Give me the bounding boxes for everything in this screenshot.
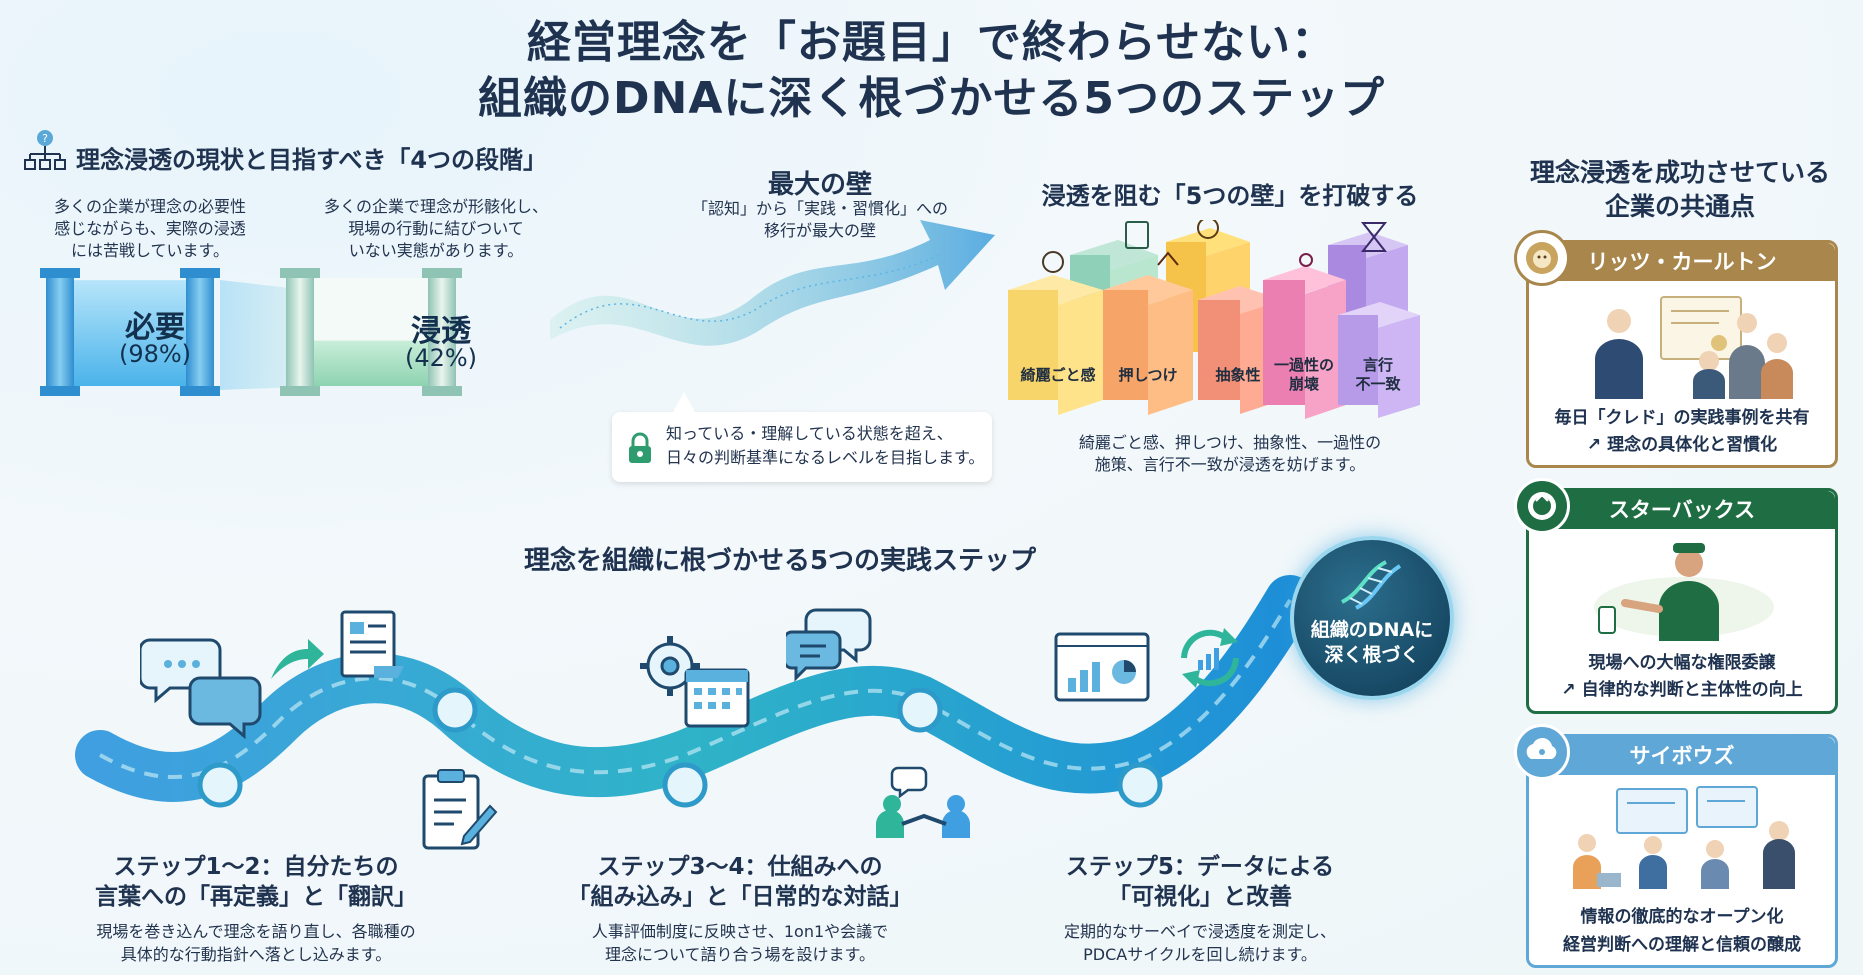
step-3-4-desc: 人事評価制度に反映させ、1on1や会議で 理念について語り合う場を設けます。 (591, 922, 889, 964)
case-ritz-line2: ↗ 理念の具体化と習慣化 (1586, 435, 1778, 455)
dna-goal-label: 組織のDNAに 深く根づく (1310, 619, 1434, 666)
office-team-illustration (1573, 786, 1795, 889)
speech-bubbles-icon (786, 608, 872, 682)
wall-cube-label-5: 言行 不一致 (1355, 356, 1401, 393)
penetration-caption: 多くの企業で理念が形骸化し、 現場の行動に結びついて いない実態があります。 (323, 197, 548, 260)
case-card-starbucks: スターバックス 現場への大幅な権限委譲 ↗ 自律的な判断と主体性の向上 (1526, 488, 1838, 714)
case-starbucks-line2: ↗ 自律的な判断と主体性の向上 (1561, 680, 1803, 700)
need-value: (98%) (118, 340, 192, 368)
step-5-title: ステップ5：データによる 「可視化」と改善 (1065, 854, 1335, 910)
cubes-graphic (1008, 220, 1420, 419)
siren-logo-icon (1514, 478, 1570, 534)
case-cybozu-line1: 情報の徹底的なオープン化 (1580, 907, 1784, 927)
meeting-illustration (1595, 296, 1793, 399)
step-1-2-desc: 現場を巻き込んで理念を語り直し、各職種の 具体的な行動指針へ落とし込みます。 (96, 922, 416, 964)
lion-logo-icon (1514, 230, 1570, 286)
dashboard-chart-icon (1054, 632, 1150, 702)
page-title-line2: 組織のDNAに深く根づかせる5つのステップ (477, 73, 1385, 124)
penetration-label: 浸透 (411, 314, 471, 349)
barista-illustration (1594, 543, 1774, 641)
five-walls-heading: 浸透を阻む「5つの壁」を打破する (1041, 182, 1419, 210)
handshake-icon (876, 766, 970, 838)
wall-heading: 最大の壁 (767, 170, 872, 200)
lock-icon (626, 432, 654, 464)
case-starbucks-line1: 現場への大幅な権限委譲 (1588, 653, 1776, 673)
page-title-line1: 経営理念を「お題目」で終わらせない： (526, 17, 1337, 68)
step-3-4-title: ステップ3〜4：仕組みへの 「組み込み」と「日常的な対話」 (567, 854, 913, 910)
wall-cube-label-4: 一過性の 崩壊 (1273, 356, 1334, 393)
pillars-graphic (40, 268, 462, 396)
steps-road-graphic (75, 575, 1315, 808)
org-chart-icon: ? (22, 128, 68, 174)
five-walls-caption: 綺麗ごと感、押しつけ、抽象性、一過性の 施策、言行不一致が浸透を妨げます。 (1078, 433, 1382, 474)
status-heading: 理念浸透の現状と目指すべき「4つの段階」 (76, 146, 548, 174)
arrow-right-icon (271, 639, 324, 679)
dna-goal-badge: 組織のDNAに 深く根づく (1290, 536, 1454, 700)
case-cybozu-name: サイボウズ (1529, 737, 1835, 775)
goal-note-text: 知っている・理解している状態を超え、 日々の判断基準になるレベルを目指します。 (666, 424, 985, 467)
case-ritz-line1: 毎日「クレド」の実践事例を共有 (1554, 408, 1810, 428)
cycle-arrows-icon (1181, 628, 1239, 688)
chat-bubbles-icon (140, 638, 262, 740)
callout-pointer (672, 392, 696, 414)
wall-cube-label-2: 押しつけ (1118, 366, 1178, 384)
dna-icon (1341, 560, 1402, 610)
svg-text:?: ? (42, 132, 48, 145)
cloud-logo-icon (1514, 724, 1570, 780)
steps-heading: 理念を組織に根づかせる5つの実践ステップ (523, 546, 1037, 576)
penetration-value: (42%) (404, 344, 478, 372)
transition-arrow-graphic (550, 220, 995, 346)
goal-note-box: 知っている・理解している状態を超え、 日々の判断基準になるレベルを目指します。 (612, 412, 992, 482)
wall-cube-label-3: 抽象性 (1215, 366, 1261, 384)
case-cybozu-line2: 経営判断への理解と信頼の醸成 (1563, 935, 1801, 955)
gear-calendar-icon (640, 636, 750, 728)
case-card-cybozu: サイボウズ 情報の徹底的なオープン化 経営判断への理解と信頼の醸成 (1526, 734, 1838, 968)
cases-heading: 理念浸透を成功させている 企業の共通点 (1529, 158, 1830, 221)
step-5-desc: 定期的なサーベイで浸透度を測定し、 PDCAサイクルを回し続けます。 (1063, 922, 1336, 964)
wall-caption: 「認知」から「実践・習慣化」への 移行が最大の壁 (691, 199, 948, 240)
need-caption: 多くの企業が理念の必要性 感じながらも、実際の浸透 には苦戦しています。 (53, 197, 246, 260)
case-card-ritz: リッツ・カールトン 毎日「クレド」の実践事例を共有 ↗ 理念の具体化と習慣化 (1526, 240, 1838, 468)
case-starbucks-name: スターバックス (1529, 491, 1835, 529)
document-icon (340, 610, 404, 678)
step-1-2-title: ステップ1〜2：自分たちの 言葉への「再定義」と「翻訳」 (95, 854, 417, 910)
case-ritz-name: リッツ・カールトン (1529, 243, 1835, 281)
need-label: 必要 (125, 310, 185, 345)
wall-cube-label-1: 綺麗ごと感 (1020, 366, 1096, 384)
clipboard-pen-icon (422, 769, 498, 850)
